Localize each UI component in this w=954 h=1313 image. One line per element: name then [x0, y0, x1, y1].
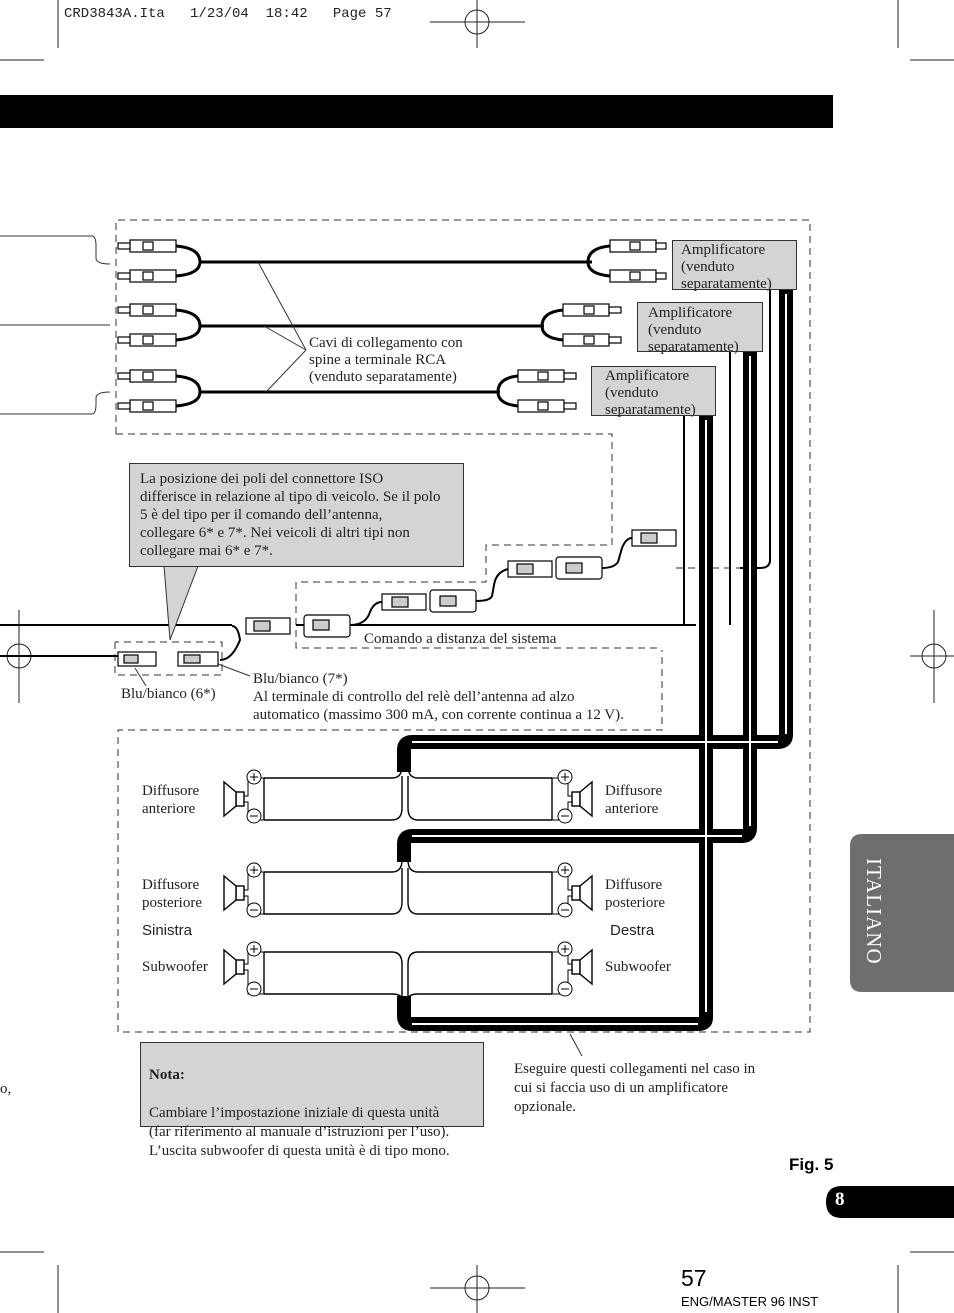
speaker-rear-right-icon [571, 874, 593, 912]
rca-cables [175, 244, 611, 408]
minus-icon [246, 808, 262, 824]
speaker-icons [223, 780, 593, 986]
section-tab [826, 1186, 954, 1218]
system-remote-label: Comando a distanza del sistema [364, 631, 557, 647]
remote-connectors [117, 529, 677, 667]
amplifier-box-1: Amplificatore (venduto separatamente) [672, 240, 797, 292]
front-right-speaker-label: Diffusore anteriore [605, 783, 663, 817]
speaker-cable-highlights [412, 294, 787, 1025]
rca-cables-label: Cavi di collegamento con spine a termina… [309, 335, 463, 385]
rca-leader-lines [257, 261, 307, 393]
subwoofer-right-icon [571, 948, 593, 986]
minus-icon [246, 981, 262, 997]
plus-icon [246, 769, 262, 785]
nota-body: Cambiare l’impostazione iniziale di ques… [149, 1105, 450, 1159]
footer-code: ENG/MASTER 96 INST [681, 1294, 819, 1309]
amp-leads [0, 290, 771, 661]
language-tab-label: ITALIANO [862, 858, 886, 965]
speaker-wires [263, 765, 553, 1001]
minus-icon [557, 808, 573, 824]
left-bracket-lines [0, 235, 111, 415]
left-side-label: Sinistra [142, 922, 193, 939]
polarity-markers [246, 769, 573, 997]
remote-wires [349, 537, 633, 626]
plus-icon [557, 769, 573, 785]
language-tab [850, 834, 954, 992]
leader-lines [134, 663, 583, 1057]
iso-note-callout: La posizione dei poli del connettore ISO… [129, 463, 464, 567]
minus-icon [557, 902, 573, 918]
right-side-label: Destra [610, 922, 655, 939]
speaker-front-right-icon [571, 780, 593, 818]
speaker-rear-left-icon [223, 874, 245, 912]
nota-title: Nota: [149, 1067, 185, 1083]
blue-white-7-label: Blu/bianco (7*) Al terminale di controll… [253, 671, 624, 723]
minus-icon [246, 902, 262, 918]
subwoofer-right-label: Subwoofer [605, 959, 671, 975]
rca-plugs [117, 239, 667, 413]
amplifier-box-2: Amplificatore (venduto separatamente) [637, 302, 763, 355]
speaker-front-left-icon [223, 780, 245, 818]
header-band [0, 95, 833, 128]
rear-right-speaker-label: Diffusore posteriore [605, 877, 665, 911]
amplifier-box-3: Amplificatore (venduto separatamente) [591, 366, 716, 418]
blue-white-6-label: Blu/bianco (6*) [121, 686, 216, 702]
amp-connection-note: Eseguire questi collegamenti nel caso in… [514, 1061, 756, 1115]
stray-char: o, [0, 1081, 12, 1097]
callout-pointer [163, 565, 199, 641]
print-header: CRD3843A.Ita 1/23/04 18:42 Page 57 [64, 6, 392, 22]
rca-plug-right [517, 239, 667, 413]
section-number: 8 [835, 1189, 845, 1210]
nota-box: Nota: Cambiare l’impostazione iniziale d… [140, 1042, 484, 1159]
plus-icon [246, 862, 262, 878]
minus-icon [557, 981, 573, 997]
rca-plug [117, 239, 177, 413]
plus-icon [557, 941, 573, 957]
figure-label: Fig. 5 [789, 1155, 834, 1174]
subwoofer-left-icon [223, 948, 245, 986]
rear-left-speaker-label: Diffusore posteriore [142, 877, 202, 911]
plus-icon [246, 941, 262, 957]
plus-icon [557, 862, 573, 878]
front-left-speaker-label: Diffusore anteriore [142, 783, 200, 817]
page-number: 57 [681, 1265, 707, 1291]
subwoofer-left-label: Subwoofer [142, 959, 208, 975]
